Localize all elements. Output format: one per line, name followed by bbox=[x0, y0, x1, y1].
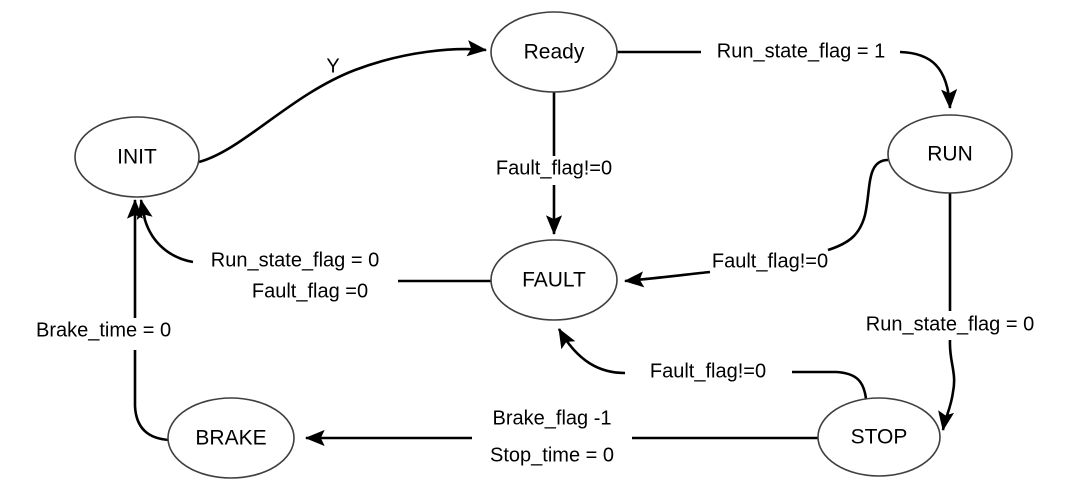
state-node-ready[interactable]: Ready bbox=[490, 11, 618, 93]
edge-run-to-fault: Fault_flag!=0 bbox=[623, 158, 889, 288]
edge-path-stop-fault-seg1 bbox=[792, 370, 868, 400]
state-node-brake-label: BRAKE bbox=[195, 427, 266, 450]
edge-run-to-stop: Run_state_flag = 0 bbox=[866, 193, 1034, 432]
state-node-ready-ellipse[interactable] bbox=[490, 11, 618, 93]
state-node-stop[interactable]: STOP bbox=[817, 397, 941, 477]
state-node-fault-label: FAULT bbox=[522, 269, 586, 292]
edge-path-brake-init-seg1 bbox=[133, 350, 171, 442]
edge-label-stop-fault: Fault_flag!=0 bbox=[650, 360, 766, 382]
state-node-brake[interactable]: BRAKE bbox=[167, 397, 295, 479]
state-node-fault-ellipse[interactable] bbox=[490, 239, 618, 321]
edge-label-stop-brake-line2: Stop_time = 0 bbox=[490, 444, 614, 466]
edge-path-fault-init-seg2 bbox=[136, 198, 194, 264]
state-node-init[interactable]: INIT bbox=[74, 116, 200, 198]
edge-ready-to-run: Run_state_flag = 1 bbox=[617, 40, 958, 110]
edge-path-run-fault-seg1 bbox=[827, 158, 889, 252]
state-node-run-label: RUN bbox=[927, 143, 973, 166]
edge-ready-to-fault: Fault_flag!=0 bbox=[496, 92, 612, 236]
state-node-run-ellipse[interactable] bbox=[887, 114, 1013, 194]
edge-brake-to-init: Brake_time = 0 bbox=[36, 198, 171, 442]
edge-path-stop-fault-seg2 bbox=[557, 328, 626, 375]
state-node-init-ellipse[interactable] bbox=[74, 116, 200, 198]
edge-path-init-ready bbox=[198, 40, 488, 164]
edge-init-to-ready: Y bbox=[198, 40, 488, 164]
state-node-stop-label: STOP bbox=[851, 426, 908, 449]
edge-label-stop-brake-line1: Brake_flag -1 bbox=[493, 407, 612, 429]
state-node-stop-ellipse[interactable] bbox=[817, 397, 941, 477]
edge-stop-to-fault: Fault_flag!=0 bbox=[557, 328, 868, 400]
state-node-init-label: INIT bbox=[117, 146, 157, 169]
edge-label-ready-fault: Fault_flag!=0 bbox=[496, 157, 612, 179]
edge-path-run-fault-seg2 bbox=[623, 270, 711, 288]
edge-label-run-stop: Run_state_flag = 0 bbox=[866, 313, 1034, 335]
edge-label-run-fault: Fault_flag!=0 bbox=[712, 250, 828, 272]
edge-label-brake-init: Brake_time = 0 bbox=[36, 319, 171, 341]
edge-label-init-ready: Y bbox=[326, 55, 339, 77]
state-node-run[interactable]: RUN bbox=[887, 114, 1013, 194]
edge-path-run-stop-seg2 bbox=[938, 339, 956, 432]
edge-path-ready-run-seg2 bbox=[899, 50, 958, 110]
edge-label-fault-init-line2: Fault_flag =0 bbox=[252, 280, 368, 302]
state-node-ready-label: Ready bbox=[524, 41, 585, 64]
edge-fault-to-init: Run_state_flag = 0 Fault_flag =0 bbox=[136, 198, 491, 302]
edge-label-fault-init-line1: Run_state_flag = 0 bbox=[211, 249, 379, 271]
state-node-fault[interactable]: FAULT bbox=[490, 239, 618, 321]
edge-stop-to-brake: Brake_flag -1 Stop_time = 0 bbox=[304, 407, 818, 466]
edge-label-ready-run: Run_state_flag = 1 bbox=[717, 40, 885, 62]
state-node-brake-ellipse[interactable] bbox=[167, 397, 295, 479]
